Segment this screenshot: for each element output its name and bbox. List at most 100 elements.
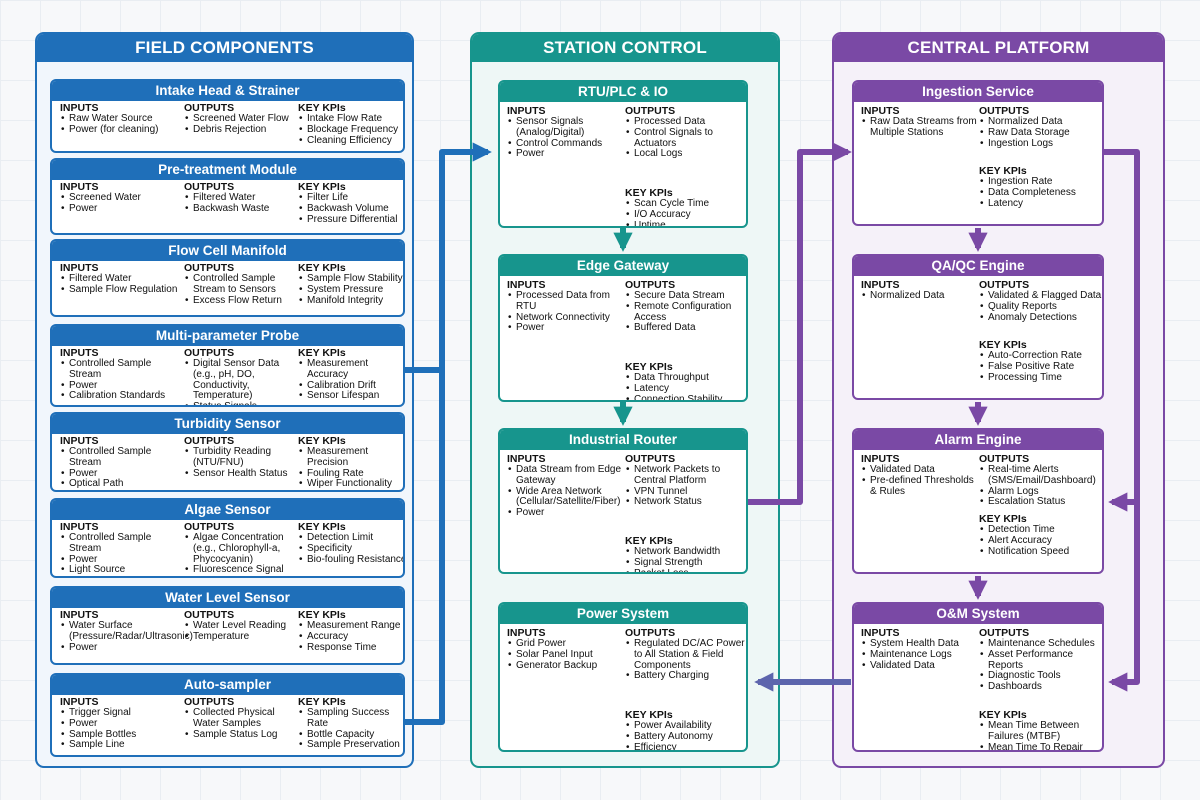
outputs-section: OUTPUTSFiltered WaterBackwash Waste [184, 182, 298, 215]
card-body: INPUTSRaw Water SourcePower (for cleanin… [52, 103, 403, 151]
inputs-section: INPUTSSensor Signals (Analog/Digital)Con… [507, 106, 625, 160]
card-body: INPUTSScreened WaterPowerOUTPUTSFiltered… [52, 182, 403, 233]
outputs-item: Maintenance Schedules [979, 638, 1102, 650]
inputs-item: Raw Water Source [60, 113, 184, 125]
inputs-section: INPUTSSystem Health DataMaintenance Logs… [861, 628, 979, 672]
kpis-item: Data Throughput [625, 372, 746, 384]
inputs-heading: INPUTS [60, 609, 99, 621]
outputs-item: Raw Data Storage [979, 127, 1102, 139]
inputs-heading: INPUTS [861, 105, 900, 117]
kpis-item: Measurement Accuracy [298, 358, 403, 381]
outputs-item: Validated & Flagged Data [979, 290, 1102, 302]
card-title: Auto-sampler [52, 675, 403, 695]
inputs-heading: INPUTS [60, 435, 99, 447]
card-oandm-system: O&M SystemINPUTSSystem Health DataMainte… [852, 602, 1104, 752]
kpis-item: Detection Time [979, 524, 1102, 536]
outputs-heading: OUTPUTS [625, 279, 676, 291]
card-pre-treatment-module: Pre-treatment ModuleINPUTSScreened Water… [50, 158, 405, 235]
card-title: Intake Head & Strainer [52, 81, 403, 101]
card-body: INPUTSControlled Sample StreamPowerLight… [52, 522, 403, 576]
card-intake-head-and-strainer: Intake Head & StrainerINPUTSRaw Water So… [50, 79, 405, 153]
outputs-item: Battery Charging [625, 671, 746, 682]
inputs-item: Generator Backup [507, 660, 625, 672]
outputs-section: OUTPUTSProcessed DataControl Signals to … [625, 105, 746, 160]
inputs-item: Filtered Water [60, 273, 184, 285]
inputs-item: Raw Data Streams from Multiple Stations [861, 116, 979, 139]
kpis-item: Latency [979, 198, 1102, 210]
inputs-item: Power [507, 507, 625, 519]
kpis-item: Connection Stability [625, 394, 746, 400]
inputs-item: Trigger Signal [60, 707, 184, 719]
inputs-item: Controlled Sample Stream [60, 358, 184, 381]
card-body: INPUTSTrigger SignalPowerSample BottlesS… [52, 697, 403, 755]
outputs-heading: OUTPUTS [184, 521, 235, 533]
inputs-section: INPUTSRaw Data Streams from Multiple Sta… [861, 106, 979, 139]
inputs-item: Sensor Signals (Analog/Digital) [507, 116, 625, 139]
inputs-item: Controlled Sample Stream [60, 446, 184, 469]
outputs-item: Network Status [625, 497, 746, 508]
inputs-item: Controlled Sample Stream [60, 532, 184, 555]
card-body: INPUTSProcessed Data from RTUNetwork Con… [500, 278, 746, 401]
outputs-heading: OUTPUTS [625, 105, 676, 117]
inputs-item: Calibration Standards [60, 391, 184, 402]
outputs-section: OUTPUTSNormalized DataRaw Data StorageIn… [979, 106, 1102, 150]
outputs-item: Turbidity Reading (NTU/FNU) [184, 446, 298, 469]
kpis-heading: KEY KPIs [979, 165, 1027, 177]
inputs-item: Validated Data [861, 464, 979, 476]
kpis-heading: KEY KPIs [298, 262, 346, 274]
card-multi-parameter-probe: Multi-parameter ProbeINPUTSControlled Sa… [50, 324, 405, 407]
kpis-section: KEY KPIsDetection TimeAlert AccuracyNoti… [979, 514, 1102, 558]
kpis-section: KEY KPIsDetection LimitSpecificityBio-fo… [298, 522, 403, 566]
outputs-item: Debris Rejection [184, 124, 298, 136]
kpis-item: I/O Accuracy [625, 209, 746, 221]
kpis-section: KEY KPIsSampling Success RateBottle Capa… [298, 697, 403, 751]
inputs-item: Wide Area Network (Cellular/Satellite/Fi… [507, 486, 625, 509]
outputs-heading: OUTPUTS [184, 435, 235, 447]
outputs-section: OUTPUTSReal-time Alerts (SMS/Email/Dashb… [979, 453, 1102, 508]
kpis-item: Mean Time To Repair (MTTR) [979, 742, 1102, 750]
card-algae-sensor: Algae SensorINPUTSControlled Sample Stre… [50, 498, 405, 578]
outputs-item: Diagnostic Tools [979, 671, 1102, 682]
outputs-heading: OUTPUTS [625, 627, 676, 639]
kpis-item: System Pressure [298, 284, 403, 296]
inputs-item: Pre-defined Thresholds & Rules [861, 475, 979, 498]
inputs-heading: INPUTS [60, 696, 99, 708]
outputs-section: OUTPUTSWater Level ReadingTemperature [184, 610, 298, 643]
inputs-heading: INPUTS [861, 453, 900, 465]
kpis-section: KEY KPIsFilter LifeBackwash VolumePressu… [298, 182, 403, 226]
kpis-item: Auto-Correction Rate [979, 350, 1102, 362]
outputs-item: Network Packets to Central Platform [625, 464, 746, 487]
kpis-item: Cleaning Efficiency [298, 135, 403, 147]
kpis-item: Sampling Success Rate [298, 707, 403, 730]
outputs-item: Sample Status Log [184, 729, 298, 741]
kpis-item: Power Availability [625, 720, 746, 732]
inputs-heading: INPUTS [507, 453, 546, 465]
outputs-item: Alarm Logs [979, 486, 1102, 498]
card-water-level-sensor: Water Level SensorINPUTSWater Surface (P… [50, 586, 405, 665]
outputs-heading: OUTPUTS [979, 453, 1030, 465]
kpis-item: Scan Cycle Time [625, 198, 746, 210]
inputs-item: Light Source [60, 565, 184, 576]
outputs-item: Escalation Status [979, 497, 1102, 508]
kpis-item: Ingestion Rate [979, 176, 1102, 188]
kpis-section: KEY KPIsIngestion RateData CompletenessL… [979, 165, 1102, 210]
outputs-item: Water Level Reading [184, 620, 298, 632]
inputs-item: Validated Data [861, 660, 979, 672]
kpis-item: Bio-fouling Resistance [298, 554, 403, 566]
kpis-item: Backwash Volume [298, 203, 403, 215]
card-title: Pre-treatment Module [52, 160, 403, 180]
outputs-item: Sensor Health Status [184, 468, 298, 480]
card-title: Alarm Engine [854, 430, 1102, 450]
station-control-column: STATION CONTROL RTU/PLC & IOINPUTSSensor… [470, 32, 780, 768]
kpis-section: KEY KPIsMeasurement PrecisionFouling Rat… [298, 436, 403, 490]
outputs-item: Temperature [184, 631, 298, 643]
outputs-item: Algae Concentration (e.g., Chlorophyll-a… [184, 532, 298, 565]
outputs-section: OUTPUTSTurbidity Reading (NTU/FNU)Sensor… [184, 435, 298, 480]
inputs-item: Grid Power [507, 638, 625, 650]
outputs-item: Screened Water Flow [184, 113, 298, 125]
kpis-item: Bottle Capacity [298, 729, 403, 741]
inputs-item: Power [60, 468, 184, 480]
outputs-section: OUTPUTSAlgae Concentration (e.g., Chloro… [184, 522, 298, 576]
